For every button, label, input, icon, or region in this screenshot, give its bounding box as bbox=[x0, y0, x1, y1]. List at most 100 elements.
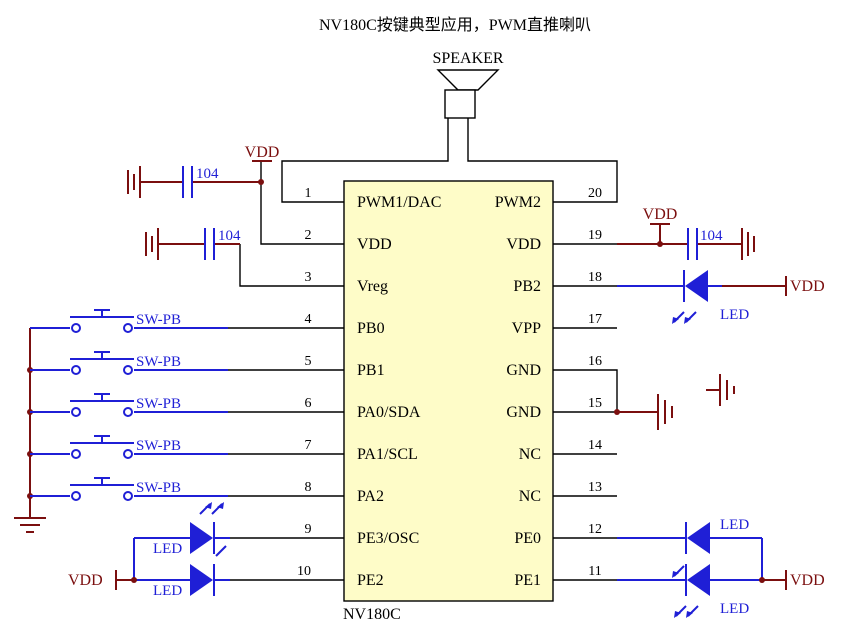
pin-number-17: 17 bbox=[588, 312, 602, 327]
pin-number-5: 5 bbox=[305, 354, 312, 369]
wire-pin1 bbox=[281, 118, 449, 203]
pin-number-7: 7 bbox=[305, 438, 312, 453]
junction-vdd-left bbox=[131, 577, 137, 583]
vdd-pin19-bar bbox=[650, 223, 670, 244]
led-pe1: LED bbox=[617, 564, 762, 618]
wire-pin2 bbox=[260, 161, 344, 245]
vdd-top-label: VDD bbox=[245, 144, 280, 161]
ground-pins-15-16 bbox=[614, 374, 735, 430]
pin-label-nc-13: NC bbox=[519, 488, 541, 505]
cap1-value: 104 bbox=[196, 166, 219, 182]
pin-label-pe0: PE0 bbox=[514, 530, 541, 547]
pin-number-8: 8 bbox=[305, 480, 312, 495]
cap3-plates bbox=[687, 228, 698, 260]
ground-cap2 bbox=[145, 228, 159, 260]
switch-5: SW-PB bbox=[30, 477, 228, 501]
wire-pin20 bbox=[467, 118, 618, 203]
led-pe0: LED bbox=[617, 517, 762, 554]
pin-label-vpp: VPP bbox=[512, 320, 541, 337]
sw5-label: SW-PB bbox=[136, 480, 181, 496]
led-pe3-label: LED bbox=[153, 541, 182, 557]
pin-number-16: 16 bbox=[588, 354, 602, 369]
vdd-pb2-wire bbox=[722, 276, 787, 296]
led-pe3-ray-heads bbox=[205, 502, 224, 509]
led-pe0-label: LED bbox=[720, 517, 749, 533]
speaker-label: SPEAKER bbox=[432, 50, 503, 67]
cap3-value: 104 bbox=[700, 228, 723, 244]
junction-vdd-right bbox=[759, 577, 765, 583]
vdd-left-label: VDD bbox=[68, 572, 103, 589]
led-pe2-label: LED bbox=[153, 583, 182, 599]
led-pb2-triangle bbox=[685, 270, 708, 302]
sw2-contact-a bbox=[71, 365, 81, 375]
pin-label-pa1-scl: PA1/SCL bbox=[357, 446, 418, 463]
vdd-right-group: VDD bbox=[759, 538, 825, 590]
led-pe3-ray-low bbox=[215, 545, 227, 557]
left-pin-labels: PWM1/DAC VDD Vreg PB0 PB1 PA0/SDA PA1/SC… bbox=[357, 194, 441, 589]
speaker: SPEAKER bbox=[432, 50, 504, 119]
pin-number-10: 10 bbox=[297, 564, 311, 579]
right-pin-labels: PWM2 VDD PB2 VPP GND GND NC NC PE0 PE1 bbox=[495, 194, 541, 589]
sw4-contact-a bbox=[71, 449, 81, 459]
switch-1: SW-PB bbox=[30, 309, 228, 333]
led-pb2-label: LED bbox=[720, 307, 749, 323]
sw3-contact-b bbox=[123, 407, 133, 417]
switch-bus bbox=[14, 328, 46, 533]
wire-pin16 bbox=[553, 369, 618, 412]
vdd-pin19-label: VDD bbox=[643, 206, 678, 223]
led-pe1-label: LED bbox=[720, 601, 749, 617]
diagram-title: NV180C按键典型应用，PWM直推喇叭 bbox=[319, 15, 591, 34]
pin-number-12: 12 bbox=[588, 522, 602, 537]
pin-label-vdd-right: VDD bbox=[506, 236, 541, 253]
pin-label-pb0: PB0 bbox=[357, 320, 385, 337]
vdd-top-group: VDD bbox=[245, 144, 280, 162]
pin-label-pa2: PA2 bbox=[357, 488, 384, 505]
pin-number-14: 14 bbox=[588, 438, 602, 453]
vdd-pb2-label: VDD bbox=[790, 278, 825, 295]
pin-number-11: 11 bbox=[588, 564, 601, 579]
junction-pin19 bbox=[657, 241, 663, 247]
sw3-label: SW-PB bbox=[136, 396, 181, 412]
pin-label-nc-14: NC bbox=[519, 446, 541, 463]
chip-name: NV180C bbox=[343, 606, 401, 623]
pin-number-2: 2 bbox=[305, 228, 312, 243]
vdd-right-label: VDD bbox=[790, 572, 825, 589]
led-pe0-triangle bbox=[687, 522, 710, 554]
vdd-left-group: VDD bbox=[68, 538, 137, 590]
right-pin-numbers: 20 19 18 17 16 15 14 13 12 11 bbox=[588, 186, 602, 579]
sw5-contact-b bbox=[123, 491, 133, 501]
pin-label-pe1: PE1 bbox=[514, 572, 541, 589]
pin-label-pwm2: PWM2 bbox=[495, 194, 541, 211]
led-pe2: LED bbox=[134, 564, 230, 599]
sw1-plunger bbox=[70, 309, 134, 318]
sw2-plunger bbox=[70, 351, 134, 360]
pin-number-1: 1 bbox=[305, 186, 312, 201]
cap2-plates bbox=[204, 228, 215, 260]
sw4-label: SW-PB bbox=[136, 438, 181, 454]
ground-switches bbox=[14, 517, 46, 533]
vdd-right-wire bbox=[762, 570, 787, 590]
pin-number-4: 4 bbox=[305, 312, 312, 327]
pin-label-vdd-left: VDD bbox=[357, 236, 392, 253]
pin-label-pe2: PE2 bbox=[357, 572, 384, 589]
led-pe3-triangle bbox=[190, 522, 213, 554]
vdd-pb2-group: VDD bbox=[722, 276, 825, 296]
pin-number-20: 20 bbox=[588, 186, 602, 201]
pin-label-pa0-sda: PA0/SDA bbox=[357, 404, 421, 421]
sw5-contact-a bbox=[71, 491, 81, 501]
sw1-contact-a bbox=[71, 323, 81, 333]
pin-label-pb1: PB1 bbox=[357, 362, 385, 379]
led-pe2-triangle bbox=[190, 564, 213, 596]
sw3-plunger bbox=[70, 393, 134, 402]
pin-label-gnd-16: GND bbox=[506, 362, 541, 379]
switch-2: SW-PB bbox=[30, 351, 228, 375]
led-pe1-triangle bbox=[687, 564, 710, 596]
sw2-contact-b bbox=[123, 365, 133, 375]
ground-cap3 bbox=[741, 228, 755, 260]
cap2-value: 104 bbox=[218, 228, 241, 244]
junction-cap1 bbox=[258, 179, 264, 185]
chip-body bbox=[343, 180, 554, 602]
pin-label-pwm1-dac: PWM1/DAC bbox=[357, 194, 441, 211]
gnd15-symbol bbox=[657, 394, 673, 430]
